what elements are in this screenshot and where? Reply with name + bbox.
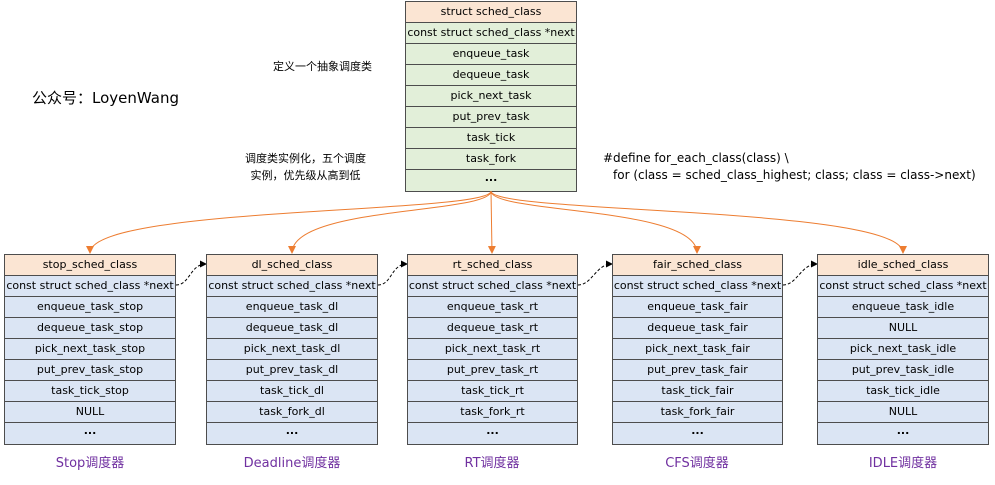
struct-field-row: enqueue_task_dl	[207, 297, 377, 318]
struct-field-row: NULL	[818, 318, 988, 339]
note-instances-line-1: 调度类实例化，五个调度	[245, 152, 366, 165]
struct-name: idle_sched_class	[818, 255, 988, 276]
caption-deadline-scheduler: Deadline调度器	[243, 456, 341, 471]
struct-field-row: task_tick_dl	[207, 381, 377, 402]
struct-name: rt_sched_class	[408, 255, 577, 276]
watermark: 公众号：LoyenWang	[32, 89, 179, 107]
struct-field-row: task_tick_rt	[408, 381, 577, 402]
instantiation-arrow	[490, 190, 907, 254]
struct-field-row: task_fork_dl	[207, 402, 377, 423]
struct-field-row: pick_next_task_dl	[207, 339, 377, 360]
caption-cfs-scheduler: CFS调度器	[665, 456, 729, 471]
struct-field-row: put_prev_task_dl	[207, 360, 377, 381]
ellipsis-row: ...	[207, 423, 377, 444]
struct-field-row: task_tick	[406, 128, 576, 149]
note-instances-line-2: 实例，优先级从高到低	[250, 169, 361, 182]
struct-field-row: pick_next_task_idle	[818, 339, 988, 360]
instantiation-arrow	[490, 190, 701, 254]
struct-field-row: dequeue_task_dl	[207, 318, 377, 339]
struct-field-row: put_prev_task	[406, 107, 576, 128]
struct-field-row: dequeue_task_rt	[408, 318, 577, 339]
struct-field-row: const struct sched_class *next	[207, 276, 377, 297]
struct-name: fair_sched_class	[613, 255, 782, 276]
struct-field-row: const struct sched_class *next	[408, 276, 577, 297]
struct-field-row: enqueue_task_fair	[613, 297, 782, 318]
caption-stop-scheduler: Stop调度器	[55, 456, 125, 471]
instantiation-arrow	[86, 190, 492, 254]
struct-field-row: const struct sched_class *next	[5, 276, 175, 297]
struct-field-row: task_fork_rt	[408, 402, 577, 423]
struct-field-row: pick_next_task	[406, 86, 576, 107]
note-instances: 调度类实例化，五个调度 实例，优先级从高到低	[245, 150, 366, 184]
struct-field-row: const struct sched_class *next	[818, 276, 988, 297]
ellipsis-row: ...	[818, 423, 988, 444]
struct-field-row: dequeue_task_stop	[5, 318, 175, 339]
struct-field-row: const struct sched_class *next	[613, 276, 782, 297]
struct-field-row: pick_next_task_fair	[613, 339, 782, 360]
instantiation-arrow	[288, 190, 492, 254]
struct-name: stop_sched_class	[5, 255, 175, 276]
next-pointer-arrow	[175, 260, 207, 286]
struct-field-row: task_tick_stop	[5, 381, 175, 402]
struct-field-row: NULL	[818, 402, 988, 423]
struct-field-row: enqueue_task_stop	[5, 297, 175, 318]
macro-line-1: #define for_each_class(class) \	[603, 151, 789, 165]
struct-field-row: put_prev_task_idle	[818, 360, 988, 381]
ellipsis-row: ...	[408, 423, 577, 444]
struct-name: struct sched_class	[406, 2, 576, 23]
struct-field-row: task_fork	[406, 149, 576, 170]
instantiation-arrow	[487, 190, 496, 254]
struct-field-row: enqueue_task_rt	[408, 297, 577, 318]
struct-field-row: task_fork_fair	[613, 402, 782, 423]
struct-field-row: pick_next_task_rt	[408, 339, 577, 360]
for-each-class-macro: #define for_each_class(class) \ for (cla…	[603, 150, 976, 184]
struct-field-row: put_prev_task_stop	[5, 360, 175, 381]
note-abstract-class: 定义一个抽象调度类	[273, 60, 372, 73]
ellipsis-row: ...	[613, 423, 782, 444]
struct-field-row: dequeue_task	[406, 65, 576, 86]
struct-field-row: enqueue_task	[406, 44, 576, 65]
struct-field-row: const struct sched_class *next	[406, 23, 576, 44]
struct-name: dl_sched_class	[207, 255, 377, 276]
next-pointer-arrow	[377, 260, 408, 286]
macro-line-2: for (class = sched_class_highest; class;…	[613, 168, 976, 182]
struct-field-row: NULL	[5, 402, 175, 423]
caption-rt-scheduler: RT调度器	[464, 456, 520, 471]
struct-field-row: task_tick_idle	[818, 381, 988, 402]
struct-field-row: dequeue_task_fair	[613, 318, 782, 339]
struct-field-row: pick_next_task_stop	[5, 339, 175, 360]
struct-field-row: put_prev_task_rt	[408, 360, 577, 381]
next-pointer-arrow	[577, 260, 613, 286]
ellipsis-row: ...	[406, 170, 576, 191]
caption-idle-scheduler: IDLE调度器	[868, 456, 938, 471]
struct-field-row: put_prev_task_fair	[613, 360, 782, 381]
next-pointer-arrow	[782, 260, 818, 286]
ellipsis-row: ...	[5, 423, 175, 444]
struct-field-row: enqueue_task_idle	[818, 297, 988, 318]
struct-field-row: task_tick_fair	[613, 381, 782, 402]
